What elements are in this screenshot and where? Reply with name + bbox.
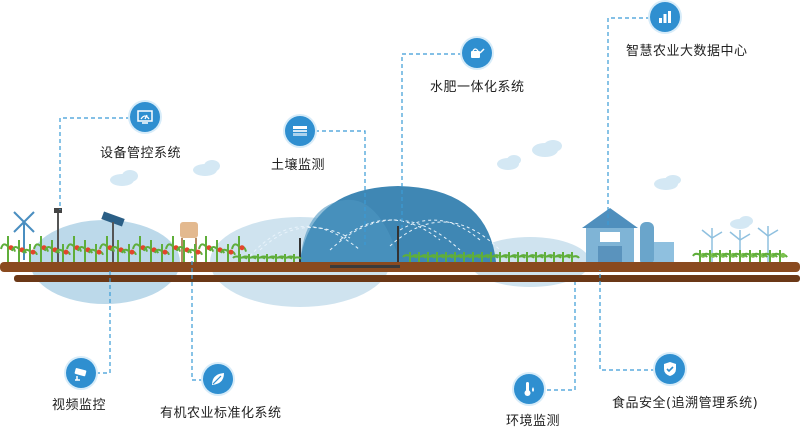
pipe xyxy=(330,265,400,268)
soil-layers-icon[interactable] xyxy=(285,116,315,146)
windmill xyxy=(13,211,35,260)
crop-fruit xyxy=(239,245,245,251)
cctv-camera-icon[interactable] xyxy=(66,358,96,388)
solar-panel xyxy=(101,211,125,227)
crop-plant xyxy=(286,254,302,262)
crop-fruit xyxy=(228,249,234,255)
label-organic-standard: 有机农业标准化系统 xyxy=(160,406,282,421)
label-big-data-center: 智慧农业大数据中心 xyxy=(626,44,748,59)
crop-fruit xyxy=(129,249,135,255)
watering-can-icon[interactable] xyxy=(462,38,492,68)
label-video-monitor: 视频监控 xyxy=(52,398,107,413)
clouds xyxy=(110,140,753,229)
soil-bottom xyxy=(14,275,800,282)
label-food-safety: 食品安全(追溯管理系统) xyxy=(612,396,759,411)
bar-chart-icon[interactable] xyxy=(650,2,680,32)
crops xyxy=(0,236,788,262)
leaf-icon[interactable] xyxy=(203,364,233,394)
crop-fruit xyxy=(30,249,36,255)
crop-fruit xyxy=(63,249,69,255)
monitor-gauge-icon[interactable] xyxy=(130,102,160,132)
crop-fruit xyxy=(162,249,168,255)
farm-building xyxy=(582,208,674,266)
label-env-monitor: 环境监测 xyxy=(506,414,561,429)
connector-lines xyxy=(59,17,655,391)
sensor-head xyxy=(54,208,62,213)
spray-arcs xyxy=(249,219,501,257)
label-soil-monitor: 土壤监测 xyxy=(271,158,326,173)
shield-check-icon[interactable] xyxy=(655,354,685,384)
label-equipment-control: 设备管控系统 xyxy=(100,146,182,161)
crop-fruit xyxy=(195,249,201,255)
crop-fruit xyxy=(96,249,102,255)
label-water-fertilizer: 水肥一体化系统 xyxy=(430,80,525,95)
crop-plant xyxy=(564,252,580,262)
thermometer-drop-icon[interactable] xyxy=(514,374,544,404)
dome-highlight xyxy=(300,199,400,262)
crop-fruit xyxy=(780,252,786,258)
